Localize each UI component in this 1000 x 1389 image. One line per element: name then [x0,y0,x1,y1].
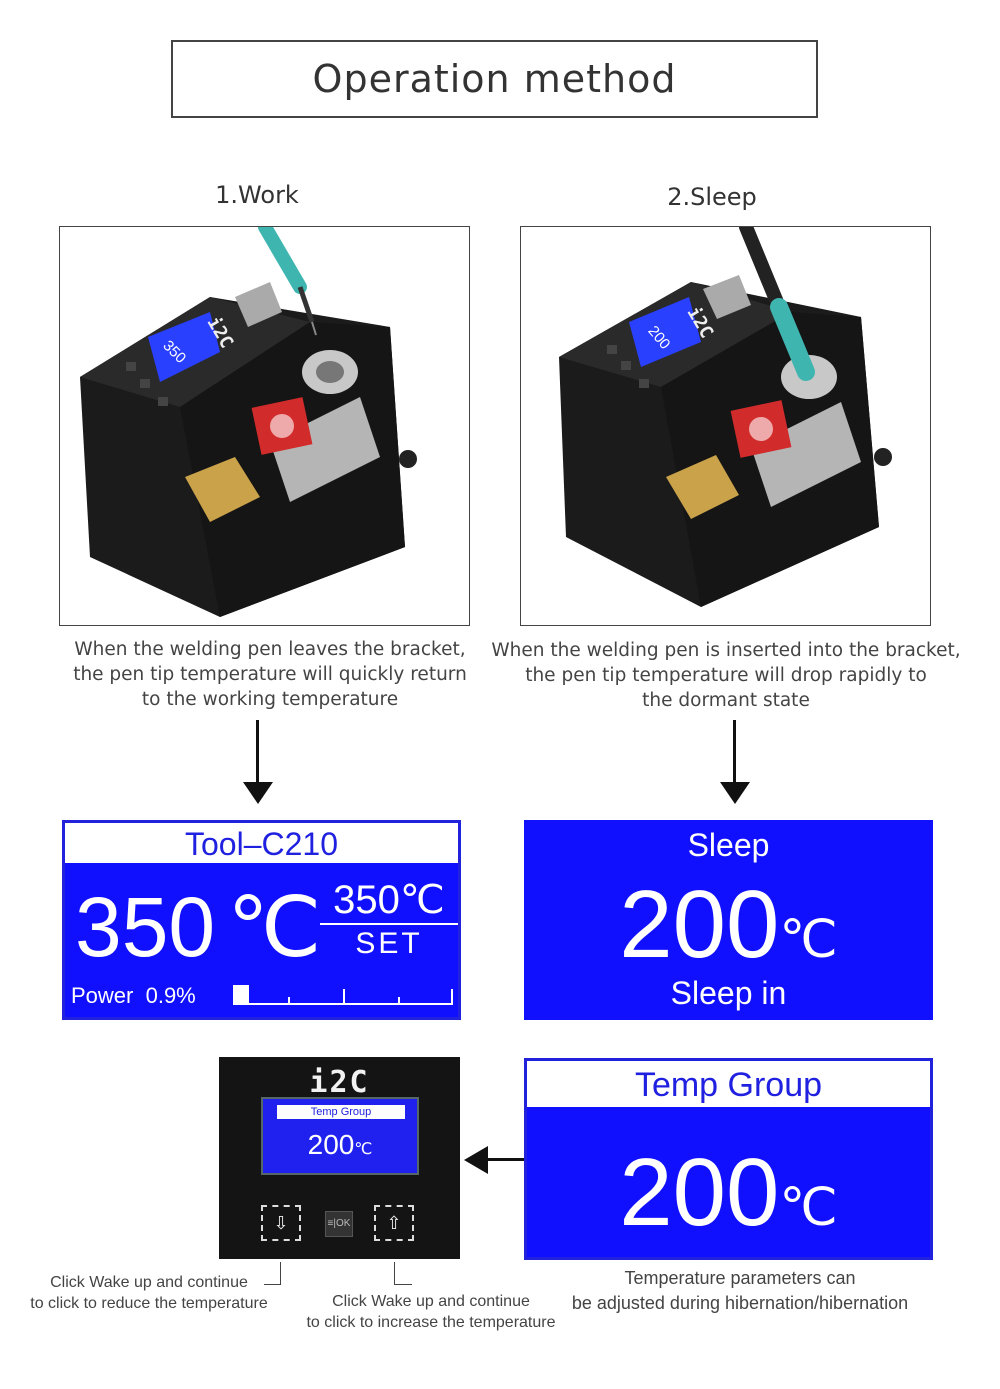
step-label-work: 1.Work [215,181,299,209]
note-increase-temp: Click Wake up and continue to click to i… [306,1293,556,1331]
work-photo: 350 i2C [59,226,470,626]
sleep-temp-value: 200℃ [619,871,838,978]
work-power-bar [233,985,453,1005]
work-caption: When the welding pen leaves the bracket,… [73,639,467,710]
note-reduce-temp: Click Wake up and continue to click to r… [30,1274,268,1312]
temp-down-button[interactable]: ⇩ [261,1205,301,1241]
ok-button[interactable]: ≡|OK [325,1211,353,1237]
work-lcd-title: Tool–C210 [65,823,458,865]
leader-line-up [394,1262,395,1284]
sleep-lcd-screen: Sleep 200℃ Sleep in [524,820,933,1020]
sleep-photo: 200 i2C [520,226,931,626]
sleep-lcd-title: Sleep [687,827,770,863]
panel-lcd: Temp Group 200℃ [261,1097,419,1175]
work-photo-screen: 350 [148,312,220,382]
leader-line-down [264,1284,281,1285]
arrow-down-icon [243,720,273,804]
work-lcd-screen: Tool–C210 350℃ 350℃ SET Power 0.9% [62,820,461,1020]
arrow-left-icon [464,1146,526,1174]
work-set-label: SET [355,927,423,960]
work-temp-value: 350℃ [75,880,322,974]
panel-lcd-title: Temp Group [277,1105,405,1119]
control-panel: i2C Temp Group 200℃ ⇩ ≡|OK ⇧ [219,1057,460,1259]
brand-logo: i2C [309,1065,370,1100]
note-adjust-params: Temperature parameters can be adjusted d… [571,1268,909,1313]
work-set-value: 350℃ [320,877,458,925]
title-box: Operation method [171,40,818,118]
temp-up-button[interactable]: ⇧ [374,1205,414,1241]
panel-lcd-value: 200℃ [307,1129,373,1160]
work-power-bar-fill [233,985,249,1005]
step-label-sleep: 2.Sleep [667,183,757,211]
leader-line-down [280,1262,281,1284]
temp-group-lcd-screen: Temp Group 200℃ [524,1058,933,1260]
temp-group-value: 200℃ [619,1139,838,1246]
temp-group-title: Temp Group [527,1061,930,1109]
leader-line-up [394,1284,412,1285]
work-power-label: Power 0.9% [71,983,196,1008]
arrow-down-icon [720,720,750,804]
sleep-caption: When the welding pen is inserted into th… [491,640,961,711]
sleep-status: Sleep in [670,975,787,1011]
sleep-photo-screen: 200 [629,297,701,367]
page-title: Operation method [312,57,677,101]
